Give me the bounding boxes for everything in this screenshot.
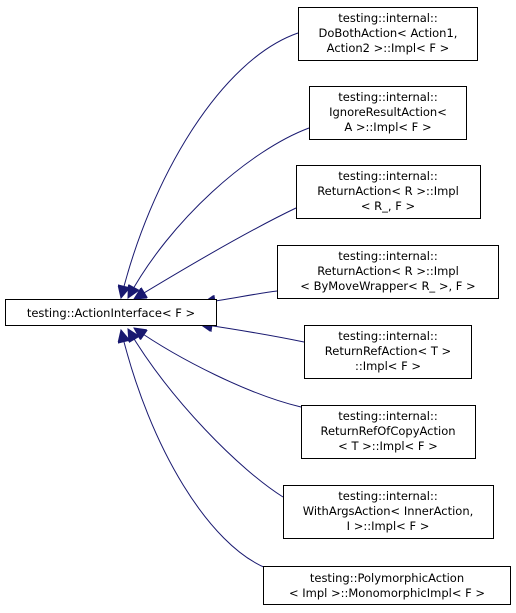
derived-node-returnrefofcopy[interactable]: testing::internal:: ReturnRefOfCopyActio…: [301, 405, 476, 459]
derived-node-line: ReturnRefOfCopyAction: [320, 424, 455, 438]
derived-node-line: testing::PolymorphicAction: [310, 571, 464, 585]
derived-node-returnref[interactable]: testing::internal:: ReturnRefAction< T >…: [304, 325, 472, 379]
derived-node-line: testing::internal::: [338, 409, 438, 423]
base-class-node[interactable]: testing::ActionInterface< F >: [5, 299, 217, 326]
edge-returnrefofcopy: [134, 328, 302, 408]
derived-node-line: testing::internal::: [338, 489, 438, 503]
derived-node-withargs[interactable]: testing::internal:: WithArgsAction< Inne…: [283, 485, 494, 539]
derived-node-polymorphic[interactable]: testing::PolymorphicAction < Impl >::Mon…: [263, 566, 511, 605]
derived-node-returnaction-bymove[interactable]: testing::internal:: ReturnAction< R >::I…: [277, 245, 499, 299]
edge-returnaction: [134, 207, 297, 299]
derived-node-line: WithArgsAction< InnerAction,: [303, 504, 474, 518]
derived-node-line: IgnoreResultAction<: [329, 105, 447, 119]
derived-node-ignoreresult[interactable]: testing::internal:: IgnoreResultAction< …: [309, 86, 467, 140]
derived-node-line: DoBothAction< Action1,: [319, 26, 458, 40]
derived-node-line: ReturnAction< R >::Impl: [317, 264, 459, 278]
edge-doboth: [121, 32, 299, 298]
derived-node-line: < ByMoveWrapper< R_ >, F >: [300, 279, 475, 293]
derived-node-line: testing::internal::: [338, 249, 438, 263]
derived-node-returnaction[interactable]: testing::internal:: ReturnAction< R >::I…: [296, 165, 481, 219]
derived-node-line: < R_, F >: [361, 199, 415, 213]
base-class-label: testing::ActionInterface< F >: [27, 306, 195, 320]
derived-node-line: testing::internal::: [338, 329, 438, 343]
derived-node-line: testing::internal::: [338, 169, 438, 183]
derived-node-line: ::Impl< F >: [355, 359, 421, 373]
derived-node-line: ReturnRefAction< T >: [325, 344, 451, 358]
derived-node-doboth[interactable]: testing::internal:: DoBothAction< Action…: [298, 7, 478, 61]
derived-node-line: I >::Impl< F >: [347, 519, 430, 533]
derived-node-line: < Impl >::MonomorphicImpl< F >: [289, 586, 485, 600]
derived-node-line: ReturnAction< R >::Impl: [317, 184, 459, 198]
derived-node-line: Action2 >::Impl< F >: [327, 41, 450, 55]
edge-ignoreresult: [128, 127, 310, 298]
edge-returnref: [200, 324, 305, 343]
derived-node-line: testing::internal::: [338, 90, 438, 104]
inheritance-edges: [121, 32, 310, 569]
derived-node-line: < T >::Impl< F >: [338, 439, 438, 453]
edge-polymorphic: [121, 330, 267, 569]
edge-withargs: [128, 329, 284, 498]
derived-node-line: testing::internal::: [338, 11, 438, 25]
derived-node-line: A >::Impl< F >: [344, 120, 431, 134]
